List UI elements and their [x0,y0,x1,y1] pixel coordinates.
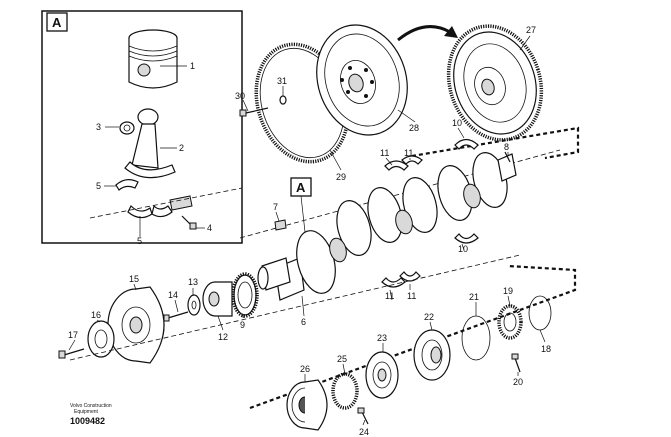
seal-housing [365,351,399,399]
label-16: 16 [91,310,101,320]
label-17: 17 [68,330,78,340]
label-22: 22 [424,312,434,322]
washer-front [187,294,201,316]
rod-bolt [181,215,197,230]
label-28: 28 [409,123,419,133]
label-2: 2 [179,143,184,153]
assembly-arrow-head [444,26,458,38]
label-31: 31 [277,76,287,86]
label-6: 6 [301,317,306,327]
bushing [119,121,135,135]
label-27: 27 [526,25,536,35]
flywheel [316,24,408,136]
label-23: 23 [377,333,387,343]
caption-number: 1009482 [70,416,105,426]
rear-group-frame [249,264,577,410]
label-10a: 10 [452,118,462,128]
label-7: 7 [273,202,278,212]
hub [202,281,233,317]
crankshaft [274,152,517,301]
inset-box-a: A [41,10,243,246]
crank-gear [231,272,259,318]
label-19: 19 [503,286,513,296]
label-20: 20 [513,377,523,387]
label-24: 24 [359,427,369,437]
bearing [497,304,523,340]
label-21: 21 [469,292,479,302]
label-29: 29 [336,172,346,182]
label-1: 1 [190,61,195,71]
bearing-shells-upper [115,179,139,191]
label-12: 12 [218,332,228,342]
inset-axis [89,187,243,219]
callout-letter: A [296,180,306,195]
damper-bolt [58,348,85,359]
caption: Volvo Construction Equipment 1009482 [70,403,112,426]
label-5b: 5 [137,236,142,246]
label-25: 25 [337,354,347,364]
assembly-arrow [397,25,451,42]
leader-lines [68,35,546,426]
piston [128,29,178,89]
vibration-damper [107,286,165,364]
caption-brand-line1: Volvo Construction [70,403,112,409]
label-3: 3 [96,122,101,132]
o-ring [528,295,552,331]
hub-bolt [163,311,189,322]
washer [279,95,287,105]
label-5a: 5 [96,181,101,191]
label-11b: 11 [404,148,413,158]
cover-plate [413,329,451,381]
label-11c: 11 [385,291,394,301]
toothed-ring [331,372,359,410]
main-bearing-lower [381,271,421,288]
damper-spacer [87,320,115,358]
small-bolt-20 [511,353,521,373]
flywheel-group-frame [411,126,580,160]
label-18: 18 [541,344,551,354]
label-9: 9 [240,320,245,330]
crankshaft-snout [257,257,291,291]
label-30: 30 [235,91,245,101]
pulley [286,379,328,431]
label-11a: 11 [380,148,389,158]
dowel-pin [504,151,511,163]
caption-brand-line2: Equipment [74,409,99,415]
connecting-rod [124,108,176,179]
small-bolt-24 [357,407,369,425]
label-15: 15 [129,274,139,284]
bearing-shells-lower [127,195,193,219]
gasket [461,315,491,361]
inset-letter: A [52,15,62,30]
label-4: 4 [207,223,212,233]
label-11d: 11 [407,291,416,301]
flywheel-assembled [446,24,544,142]
thrust-washer-upper [454,138,479,150]
label-8: 8 [504,142,509,152]
crank-axis-lower [69,254,521,361]
flywheel-bolt [239,107,269,117]
label-13: 13 [188,277,198,287]
label-14: 14 [168,290,178,300]
label-26: 26 [300,364,310,374]
thrust-washer-lower [454,233,479,244]
label-10b: 10 [458,244,468,254]
woodruff-key [274,219,287,231]
